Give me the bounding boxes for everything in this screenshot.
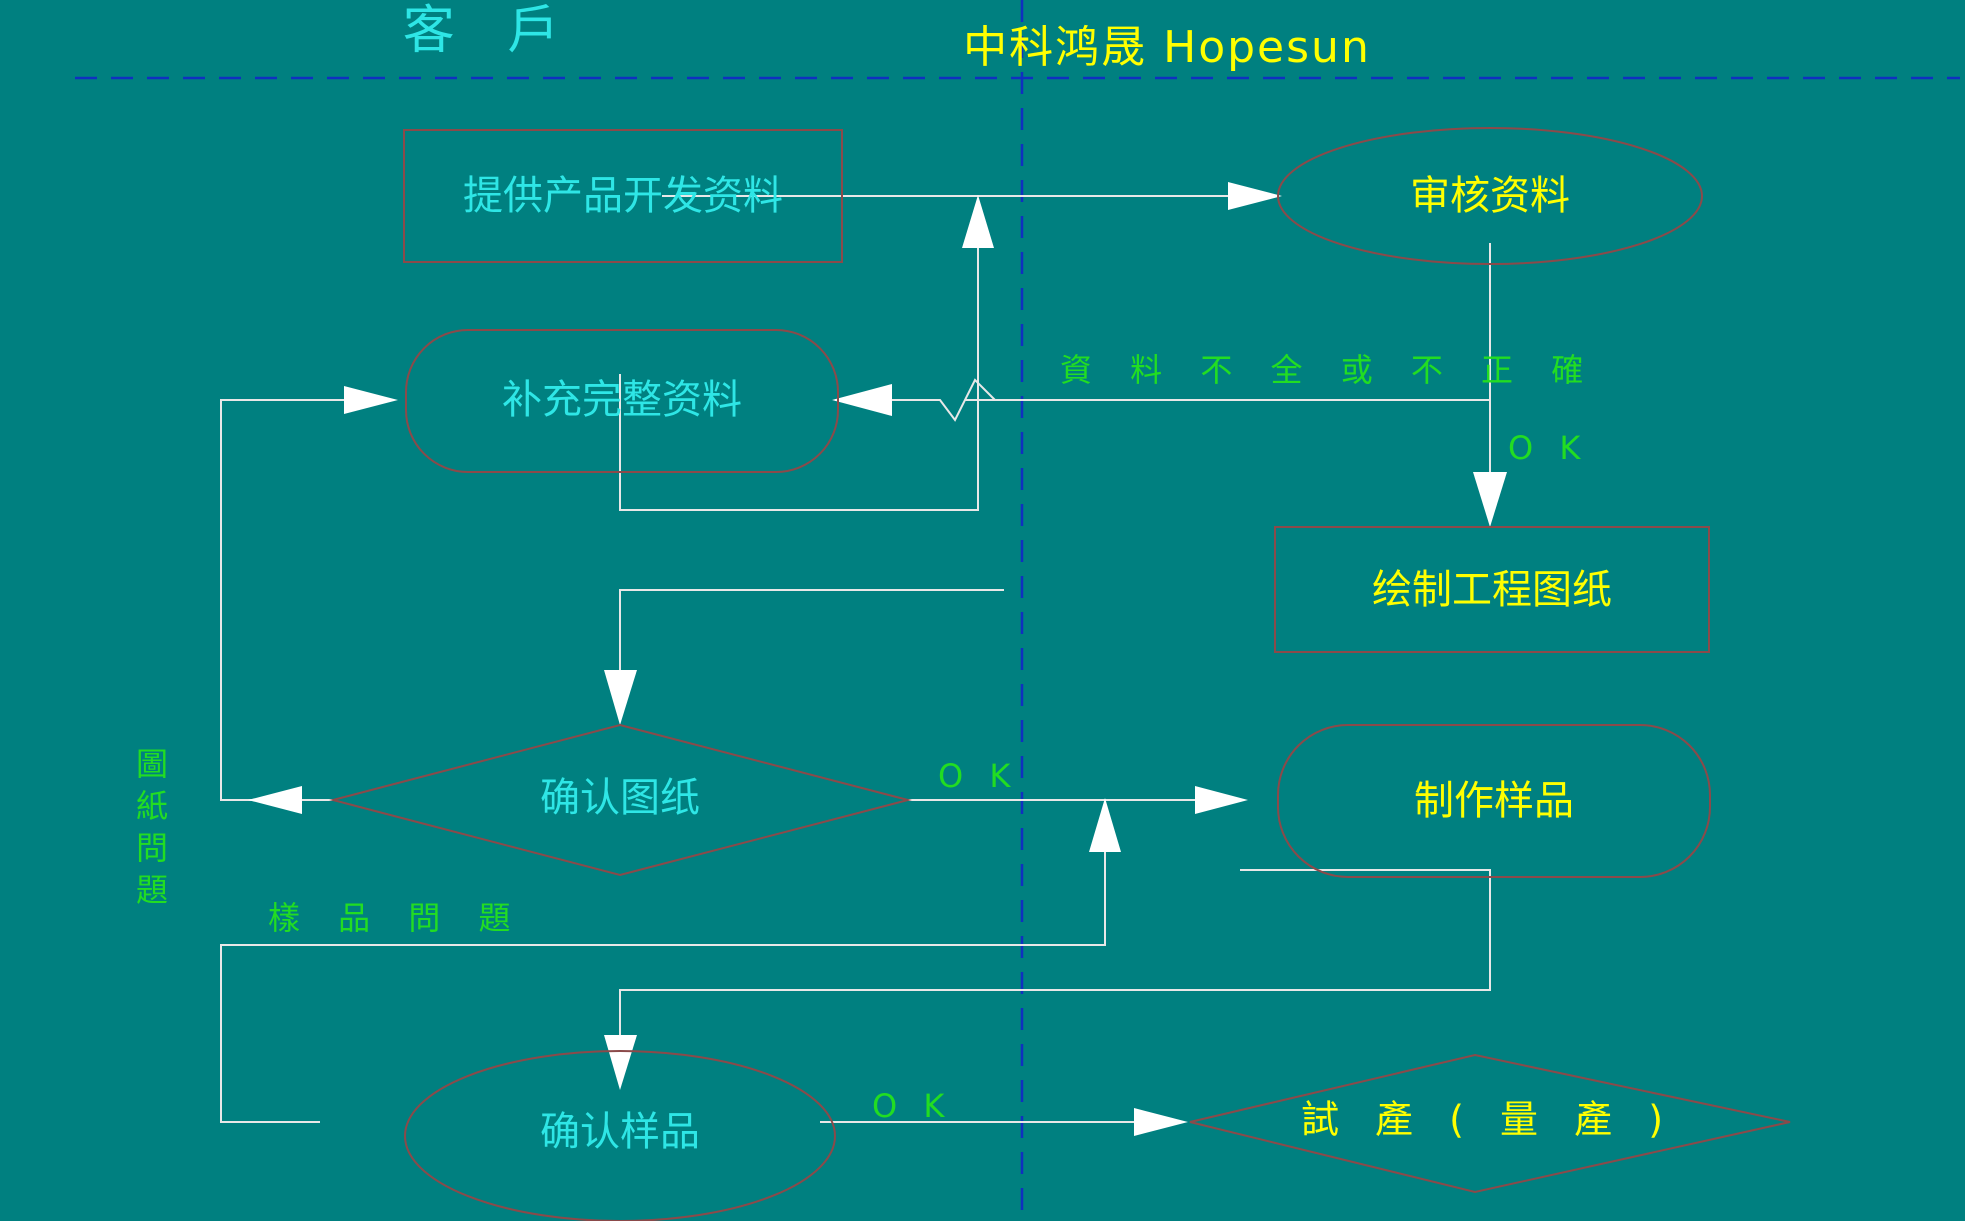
arrowhead-draw-drawings bbox=[1473, 472, 1507, 527]
node-confirm-drawings-label: 确认图纸 bbox=[540, 775, 700, 821]
edge-label-drawing-problem-char-0: 圖 bbox=[136, 745, 168, 783]
arrowhead-confirm-drawings bbox=[604, 670, 637, 725]
edge-label-ok-drawings: O K bbox=[938, 757, 1018, 795]
edge-label-ok-review: O K bbox=[1508, 429, 1588, 467]
arrowhead-drawing-problem bbox=[248, 786, 302, 814]
node-make-sample-shape[interactable] bbox=[1277, 724, 1711, 878]
edge-label-ok-sample: O K bbox=[872, 1087, 952, 1125]
arrowhead-supplement-data-right bbox=[832, 384, 892, 416]
node-confirm-sample-shape[interactable] bbox=[404, 1050, 836, 1221]
node-review-data-label: 审核资料 bbox=[1410, 173, 1570, 219]
node-supplement-data-label: 补充完整资料 bbox=[502, 377, 742, 423]
arrowhead-make-sample bbox=[1195, 786, 1248, 814]
node-trial-production-label: 試 產 ( 量 產 ) bbox=[1301, 1098, 1675, 1142]
edge-label-drawing-problem-char-1: 紙 bbox=[136, 787, 168, 825]
connector-sample-to-confirm-sample bbox=[619, 869, 1491, 1075]
node-draw-drawings-label: 绘制工程图纸 bbox=[1372, 567, 1612, 613]
edge-label-sample-problem: 樣 品 問 題 bbox=[268, 899, 525, 937]
lane-title-customer: 客 戶 bbox=[403, 1, 578, 61]
connector-drawing-problem-loop bbox=[220, 399, 380, 801]
node-make-sample-label: 制作样品 bbox=[1414, 778, 1574, 824]
arrowhead-review-data bbox=[1228, 182, 1282, 210]
node-provide-data-label: 提供产品开发资料 bbox=[463, 173, 783, 219]
arrowhead-supplement-data-left bbox=[344, 386, 398, 414]
connector-review-to-supplement-upper bbox=[1022, 243, 1491, 401]
connector-supplement-to-provide-loop bbox=[619, 207, 979, 511]
edge-label-drawing-problem-char-3: 題 bbox=[136, 871, 168, 909]
lane-title-company: 中科鸿晟 Hopesun bbox=[963, 22, 1371, 73]
edge-label-data-incomplete: 資 料 不 全 或 不 正 確 bbox=[1060, 351, 1597, 389]
node-confirm-sample-label: 确认样品 bbox=[540, 1109, 700, 1155]
arrowhead-provide-data-loop bbox=[962, 195, 994, 248]
node-confirm-drawings-shape[interactable] bbox=[329, 723, 912, 877]
arrowhead-sample-problem bbox=[1089, 798, 1121, 852]
arrowhead-trial-production bbox=[1134, 1108, 1188, 1136]
connector-drawings-to-confirm bbox=[619, 589, 1004, 710]
node-trial-production-shape[interactable] bbox=[1189, 1053, 1791, 1194]
node-supplement-data-shape[interactable] bbox=[405, 329, 839, 473]
node-provide-data-shape[interactable] bbox=[403, 129, 843, 263]
arrowhead-confirm-sample bbox=[604, 1035, 637, 1090]
connector-jog-break-symbol bbox=[835, 378, 996, 422]
edge-label-drawing-problem-char-2: 問 bbox=[136, 829, 168, 867]
connector-sample-problem-loop bbox=[220, 815, 1106, 1123]
node-review-data-shape[interactable] bbox=[1277, 127, 1703, 265]
node-draw-drawings-shape[interactable] bbox=[1274, 526, 1710, 653]
